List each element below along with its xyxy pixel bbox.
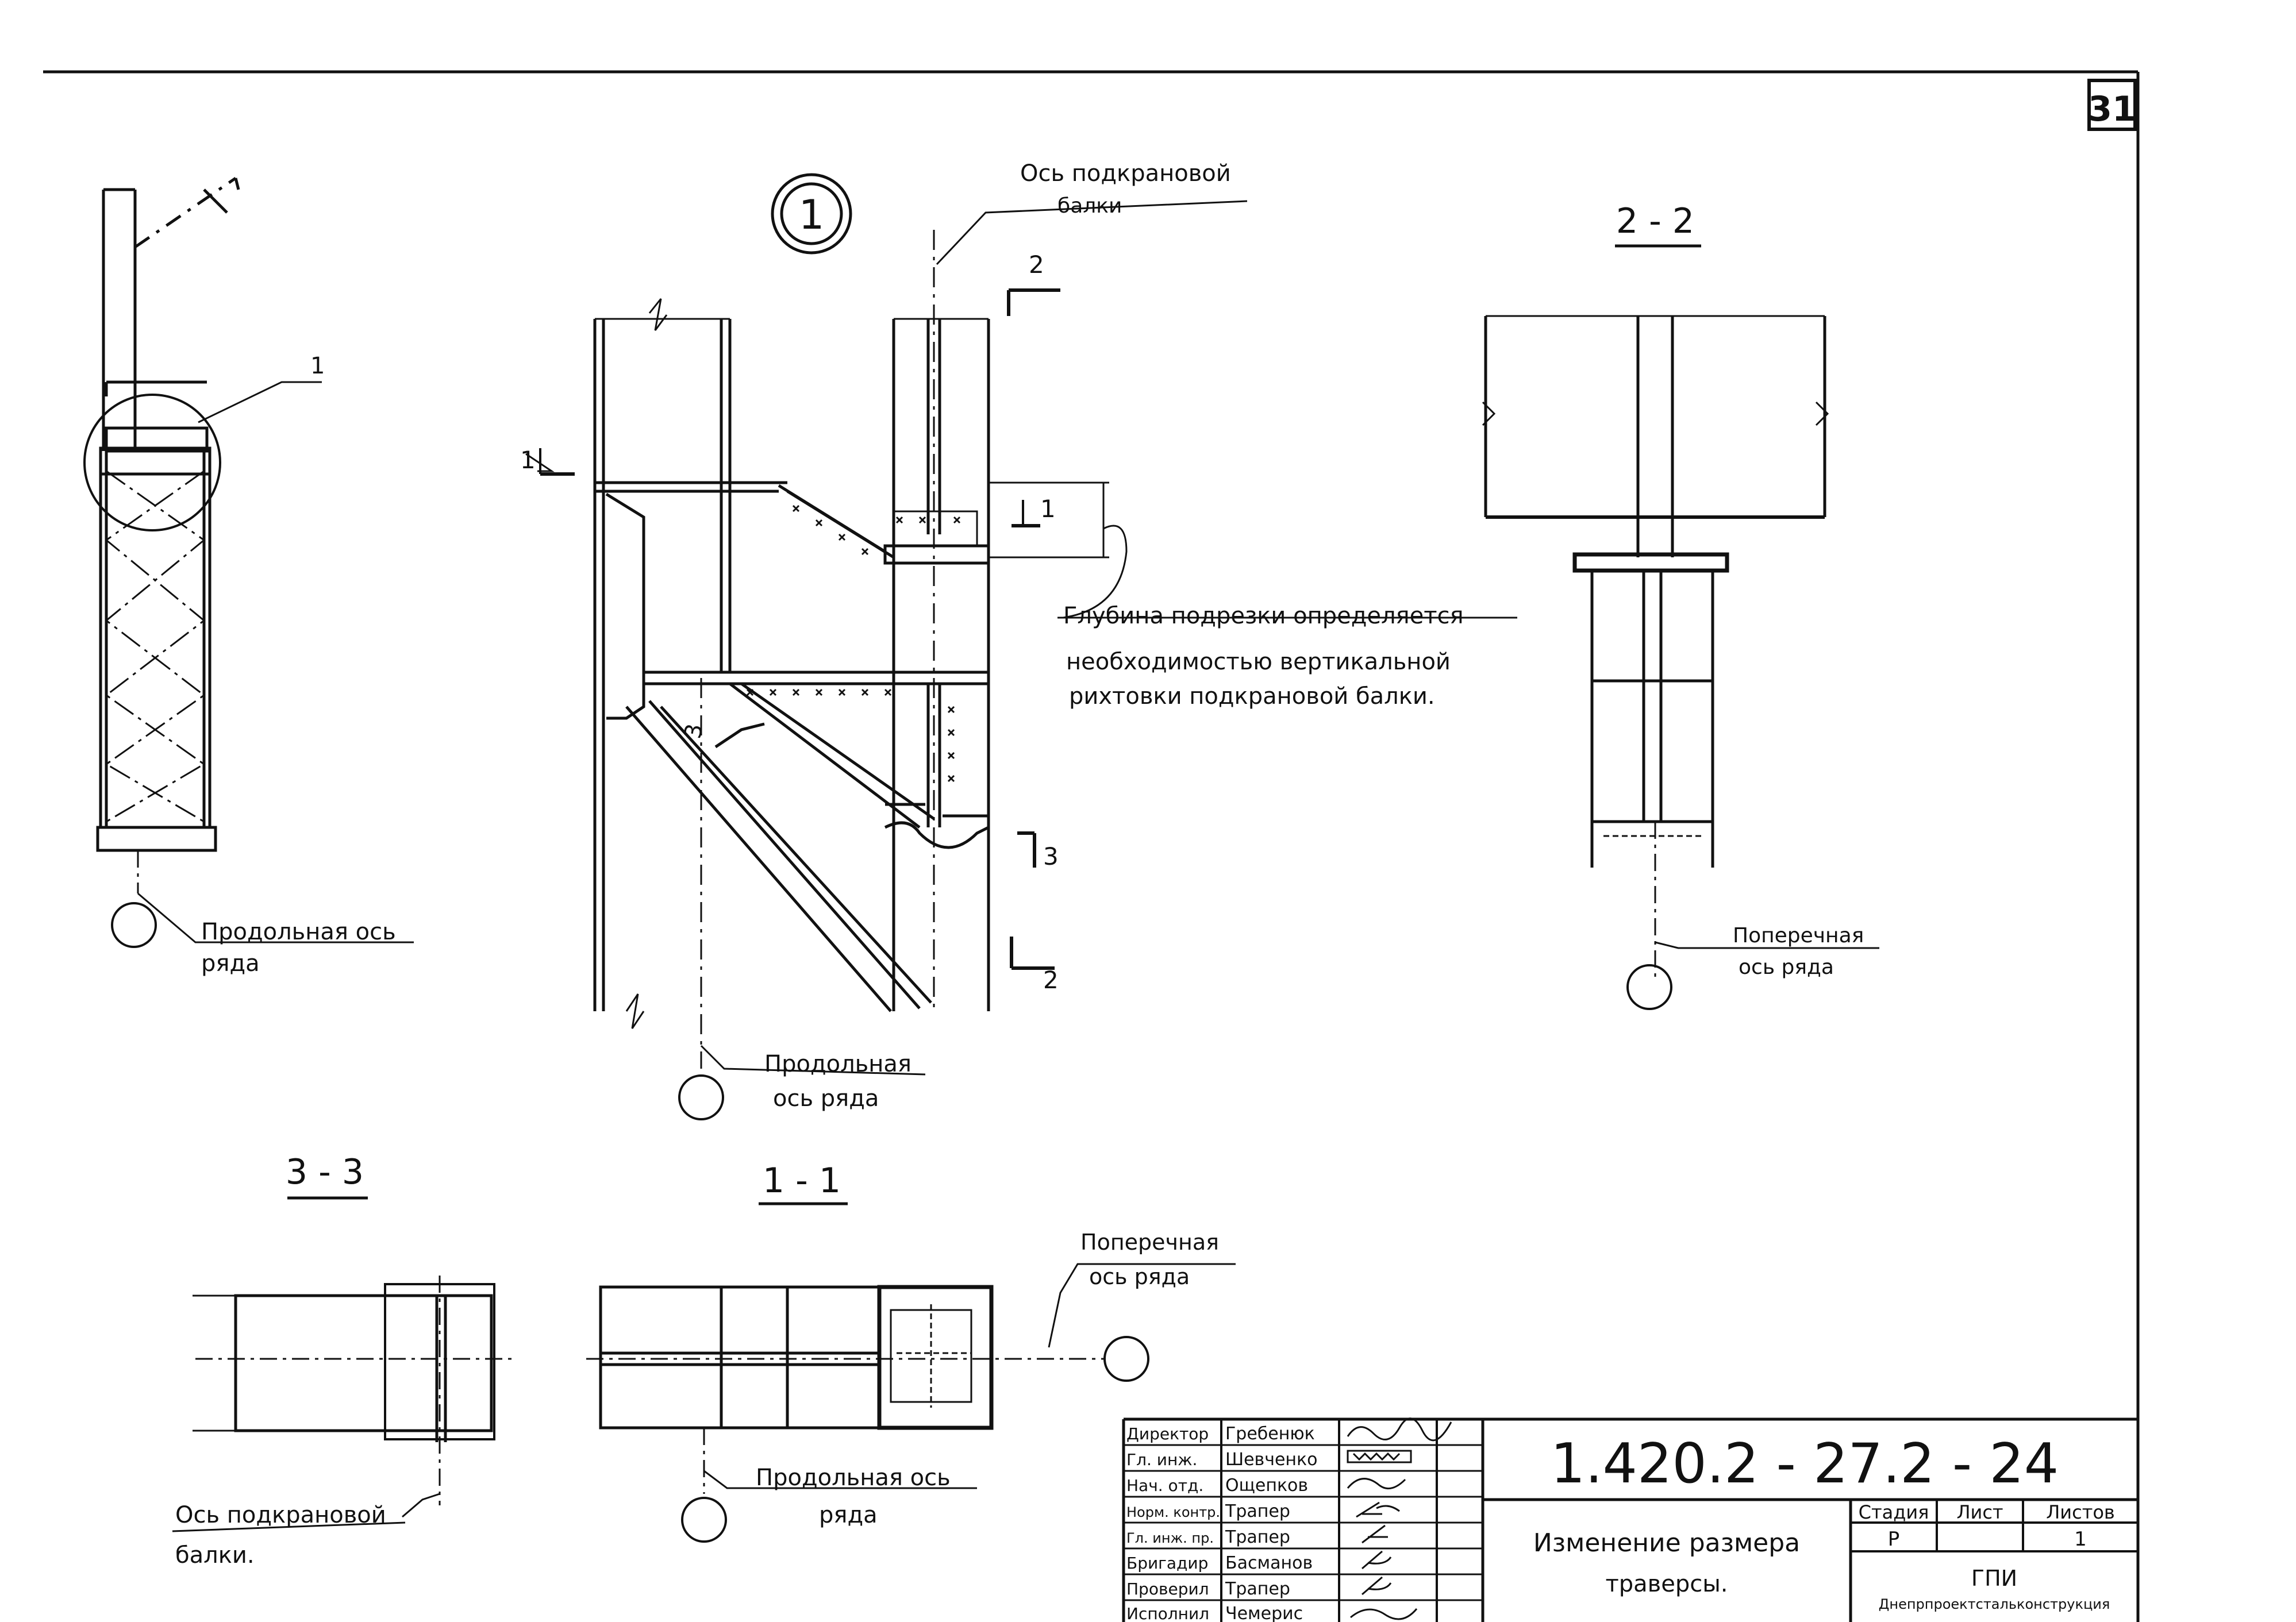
sheet-header: Лист [1956,1501,2003,1523]
section-2-2-axis-label-line2: ось ряда [1739,956,1834,979]
title-block: Директор Гребенюк Гл. инж. Шевченко Нач.… [1122,1417,2138,1622]
overview-axis-label-line1: Продольная ось [201,919,396,945]
staff-role: Директор [1126,1424,1209,1443]
section-3-3-labels: 3 - 3 Ось подкрановой балки. [175,1152,386,1569]
overview-callout-number: 1 [310,353,325,379]
cut-depth-note-line1: Глубина подрезки определяется [1063,603,1464,629]
staff-role: Гл. инж. пр. [1126,1530,1214,1546]
section-1-1-transverse-axis-line1: Поперечная [1080,1230,1219,1255]
sheet-frame [43,70,2140,1622]
overview-axis-label-line2: ряда [201,950,260,977]
crane-beam-axis-label-line1: Ось подкрановой [1020,160,1231,187]
staff-name: Чемерис [1225,1604,1303,1622]
drawing-title-line2: траверсы. [1605,1571,1728,1597]
staff-role: Проверил [1126,1579,1209,1598]
section-2-2-labels: 2 - 2 Поперечная ось ряда [1615,201,1864,979]
section-1-1-labels: 1 - 1 Поперечная ось ряда Продольная ось… [756,1161,1219,1528]
detail-1-weld-marks [746,504,961,783]
crane-beam-axis-label-line2: балки [1057,194,1122,218]
sheet-number-box: 31 [2087,79,2137,131]
section-mark-2-bottom: 2 [1043,966,1059,994]
section-1-1-transverse-axis-line2: ось ряда [1089,1264,1190,1289]
drawing-title-line1: Изменение размера [1533,1528,1800,1558]
cut-depth-note-line2: необходимостью вертикальной [1066,649,1451,675]
detail1-axis-label-line1: Продольная [764,1051,912,1077]
detail-1-marker: 1 [771,173,852,255]
staff-table: Директор Гребенюк Гл. инж. Шевченко Нач.… [1126,1424,1318,1622]
section-mark-1-left: 1 [520,446,536,474]
signatures [1347,1417,1452,1620]
stage-header: Стадия [1859,1501,1929,1523]
organization-full: Днепрпроектстальконструкция [1879,1596,2110,1612]
section-mark-3-left: 3 [680,722,709,741]
staff-name: Басманов [1225,1553,1313,1573]
section-mark-2-top: 2 [1029,251,1044,279]
staff-name: Гребенюк [1225,1424,1315,1444]
section-mark-1-right: 1 [1040,495,1056,523]
section-1-1-drawing [586,1263,1236,1543]
stage-value: Р [1888,1528,1900,1551]
section-3-3-crane-axis-line1: Ось подкрановой [175,1502,386,1528]
staff-name: Трапер [1225,1527,1290,1547]
document-code: 1.420.2 - 27.2 - 24 [1551,1432,2059,1496]
staff-name: Трапер [1225,1501,1290,1521]
staff-name: Трапер [1225,1579,1290,1599]
section-mark-3-right: 3 [1043,842,1059,870]
staff-role: Норм. контр. [1126,1504,1220,1520]
section-3-3-title: 3 - 3 [286,1152,364,1192]
staff-role: Нач. отд. [1126,1476,1203,1495]
organization-short: ГПИ [1971,1566,2017,1591]
cut-depth-note-line3: рихтовки подкрановой балки. [1069,683,1435,710]
section-3-3-drawing [172,1276,511,1532]
overview-column [83,176,414,948]
section-1-1-longitudinal-axis-line1: Продольная ось [756,1465,951,1491]
section-1-1-title: 1 - 1 [763,1161,841,1201]
detail1-axis-label-line2: ось ряда [773,1085,879,1112]
section-1-1-longitudinal-axis-line2: ряда [819,1502,878,1528]
staff-role: Гл. инж. [1126,1450,1197,1469]
staff-name: Ощепков [1225,1475,1308,1496]
section-3-3-crane-axis-line2: балки. [175,1542,255,1569]
section-2-2-drawing [1482,315,1879,1010]
detail-1-labels: Ось подкрановой балки 1 1 2 2 3 3 Глубин… [520,160,1464,1112]
staff-role: Бригадир [1126,1554,1208,1573]
detail-marker-number: 1 [799,191,825,238]
section-2-2-axis-label-line1: Поперечная [1733,924,1864,947]
section-2-2-title: 2 - 2 [1616,201,1694,241]
sheet-number: 31 [2088,89,2136,129]
detail-1-drawing [525,200,1517,1120]
staff-name: Шевченко [1225,1450,1318,1470]
sheets-header: Листов [2046,1501,2115,1523]
sheets-value: 1 [2074,1528,2087,1551]
staff-role: Исполнил [1126,1604,1209,1622]
